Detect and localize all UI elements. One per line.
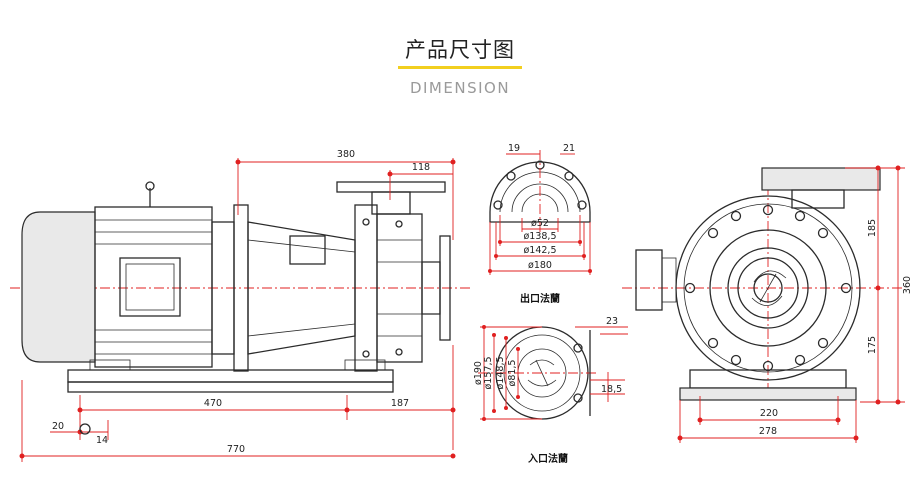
terminal-box-inner bbox=[125, 263, 175, 311]
front-casing-inner bbox=[709, 229, 827, 347]
front-base bbox=[679, 387, 857, 401]
side-dimensions: 380 118 470 187 20 14 770 bbox=[19, 149, 456, 462]
inlet-flange-side bbox=[439, 235, 451, 341]
front-dimensions: 185 175 360 220 278 bbox=[677, 165, 913, 443]
motor bbox=[21, 181, 235, 368]
dim-23: 23 bbox=[606, 316, 618, 327]
dim-187: 187 bbox=[391, 398, 409, 409]
inlet-flange-view: ø190 ø157,5 ø148,5 ø81,5 23 18,5 入口法蘭 bbox=[473, 316, 628, 465]
dim-360: 360 bbox=[902, 276, 913, 294]
dim-14: 14 bbox=[96, 435, 108, 446]
dia-52: ø52 bbox=[531, 218, 549, 229]
dia-157: ø157,5 bbox=[483, 356, 494, 389]
base-foot bbox=[67, 381, 394, 393]
front-outlet-nozzle bbox=[791, 189, 845, 209]
motor-fan-cover bbox=[21, 211, 96, 363]
dim-19: 19 bbox=[508, 143, 520, 154]
front-view: 185 175 360 220 278 bbox=[622, 165, 913, 443]
page-subtitle: DIMENSION bbox=[409, 79, 511, 97]
lifting-eye-ring bbox=[145, 181, 155, 191]
dim-175: 175 bbox=[867, 336, 878, 354]
outlet-flange-outline bbox=[489, 161, 591, 223]
outlet-flange-side bbox=[336, 181, 446, 193]
dim-380: 380 bbox=[337, 149, 355, 160]
base-rail bbox=[67, 369, 394, 383]
dia-81: ø81,5 bbox=[507, 360, 518, 387]
dim-220: 220 bbox=[760, 408, 778, 419]
outlet-flange-label: 出口法蘭 bbox=[520, 292, 560, 305]
motor-body bbox=[94, 206, 213, 368]
outlet-dimensions: 19 21 ø52 ø138,5 ø142,5 ø180 bbox=[488, 143, 592, 275]
outlet-flange-view: 19 21 ø52 ø138,5 ø142,5 ø180 出口法蘭 bbox=[488, 143, 592, 305]
dim-185: 185 bbox=[867, 219, 878, 237]
title-underline bbox=[398, 66, 522, 69]
base-plate bbox=[67, 359, 394, 393]
dia-142: ø142,5 bbox=[523, 245, 556, 256]
dia-138: ø138,5 bbox=[523, 231, 556, 242]
dim-18: 18,5 bbox=[601, 384, 622, 395]
front-bolts bbox=[684, 204, 852, 372]
dim-20: 20 bbox=[52, 421, 64, 432]
dia-148: ø148,5 bbox=[495, 356, 506, 389]
bracket-plate bbox=[289, 235, 326, 265]
terminal-box bbox=[119, 257, 181, 317]
dim-118: 118 bbox=[412, 162, 430, 173]
outlet-nozzle bbox=[371, 191, 411, 215]
dim-21: 21 bbox=[563, 143, 575, 154]
dim-770: 770 bbox=[227, 444, 245, 455]
dia-190: ø190 bbox=[473, 361, 484, 385]
inlet-dimensions: ø190 ø157,5 ø148,5 ø81,5 23 18,5 bbox=[473, 316, 628, 421]
anchor-bolt-hole bbox=[79, 423, 91, 435]
front-terminal-box bbox=[635, 249, 663, 311]
page-title: 产品尺寸图 bbox=[405, 38, 515, 62]
dim-278: 278 bbox=[759, 426, 777, 437]
pump-body bbox=[233, 181, 451, 372]
side-view: 380 118 470 187 20 14 770 bbox=[10, 149, 470, 462]
dim-470: 470 bbox=[204, 398, 222, 409]
inlet-flange-label: 入口法蘭 bbox=[528, 452, 568, 465]
front-outlet-flange bbox=[761, 167, 881, 191]
dia-180: ø180 bbox=[528, 260, 552, 271]
